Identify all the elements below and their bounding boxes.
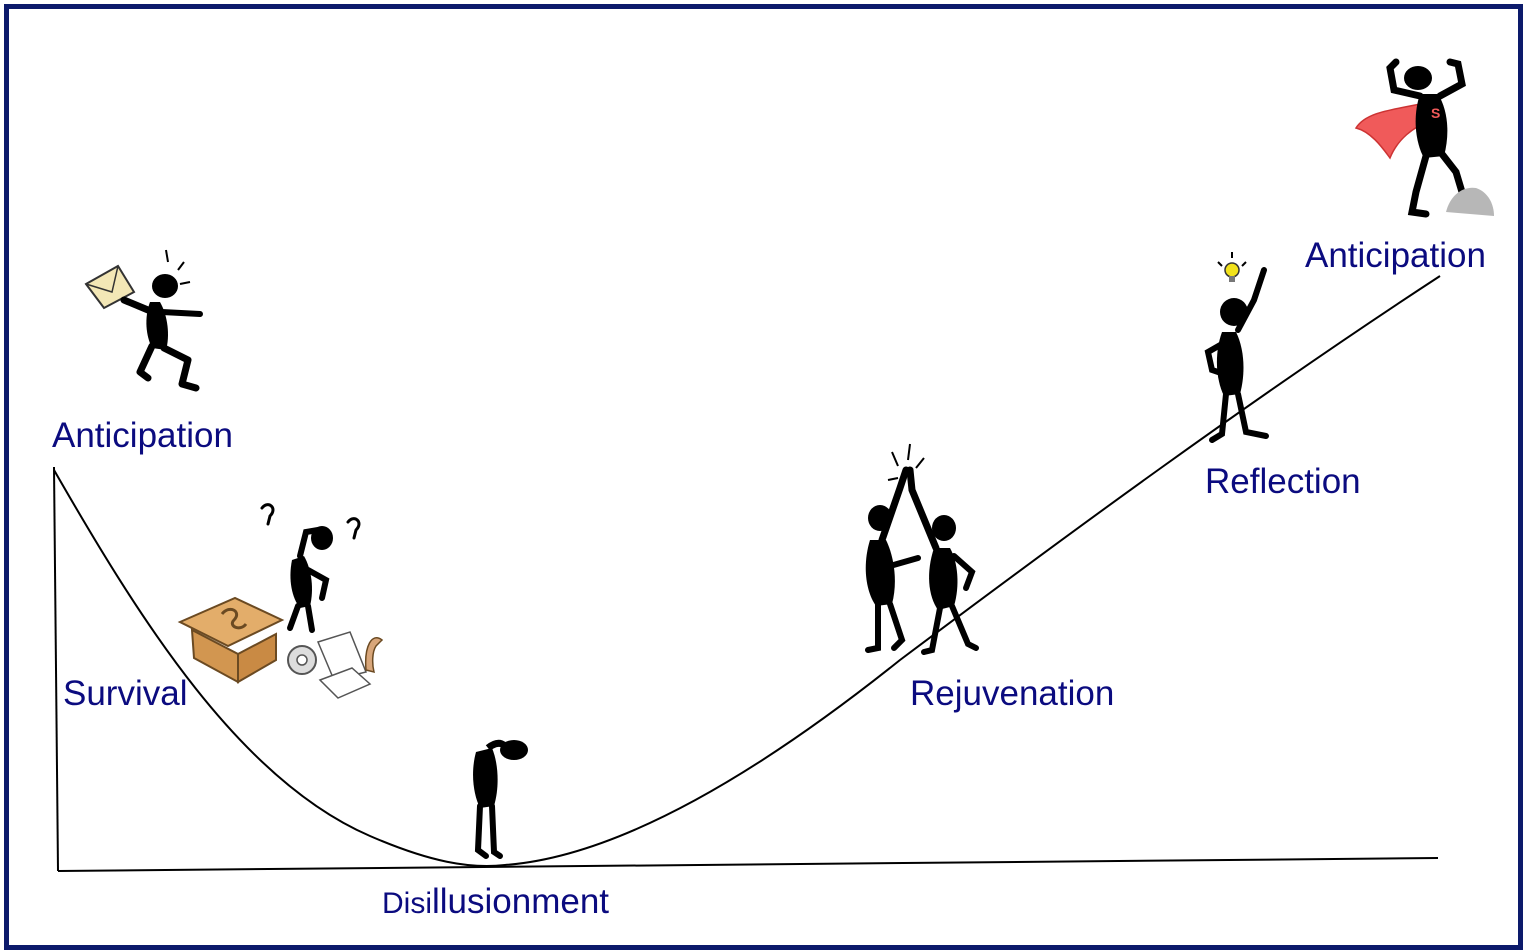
label-rejuvenation: Rejuvenation [910, 674, 1115, 713]
label-disillusionment-prefix: Disi [382, 887, 432, 920]
label-disillusionment: Disillusionment [382, 884, 609, 919]
baseline [57, 857, 1439, 872]
label-anticipation-end: Anticipation [1305, 236, 1486, 275]
left-axis [53, 466, 59, 872]
label-survival: Survival [63, 674, 188, 713]
slumped-figure-icon [473, 739, 528, 859]
figure-with-idea-bulb-icon [1204, 252, 1269, 443]
superhero-figure-icon: S [1354, 58, 1494, 218]
confused-figure-with-box-icon [177, 503, 384, 699]
label-disillusionment-rest: llusionment [432, 882, 610, 921]
label-reflection: Reflection [1205, 462, 1361, 501]
svg-text:S: S [1431, 105, 1440, 121]
label-anticipation-start: Anticipation [52, 416, 233, 455]
adjustment-curve [53, 275, 1441, 868]
excited-figure-with-letter-icon [84, 249, 203, 392]
high-five-figures-icon [865, 443, 979, 655]
